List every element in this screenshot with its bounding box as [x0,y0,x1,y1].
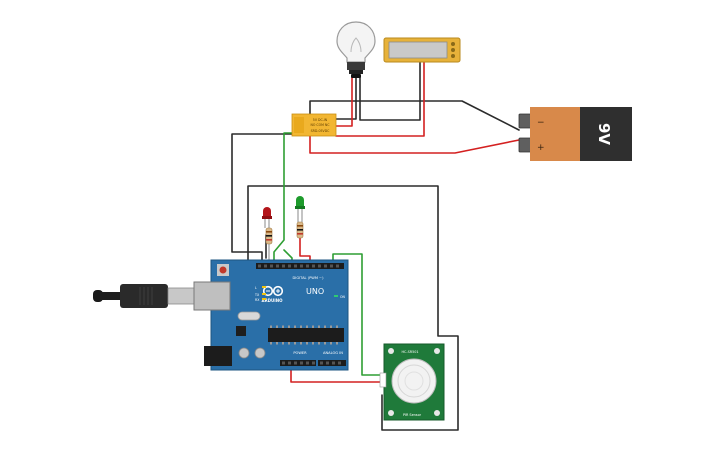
reset-button[interactable] [219,266,227,274]
arduino-model: UNO [306,287,324,296]
l-led-label: L [255,286,257,290]
power-header-label: POWER [293,351,307,355]
wires [231,61,520,431]
arduino-brand: ARDUINO [262,298,284,303]
wire-black-relay-to-gnd[interactable] [231,133,294,263]
arduino-logo-icon [262,285,284,297]
resistor-red-led[interactable] [265,227,273,262]
battery-9v[interactable]: − + 9V [518,107,632,161]
battery-minus-label: − [537,118,545,128]
display-module[interactable] [383,37,461,63]
wire-red-pir-vcc[interactable] [290,366,385,383]
battery-plus-label: + [537,143,545,153]
pir-top-label: HC-SR501 [401,350,418,354]
led-green[interactable] [295,196,305,222]
usb-cable[interactable] [93,284,195,308]
wire-green-pir-signal[interactable] [332,253,385,376]
resistor-green-led[interactable] [296,221,304,239]
on-led-label: ON [340,295,346,299]
analog-header-label: ANALOG IN [323,351,343,355]
wire-black-bulb-to-display[interactable] [359,61,421,121]
wire-red-display-to-relay[interactable] [335,61,425,137]
led-red[interactable] [262,207,272,228]
wire-red-relay-to-battery[interactable] [309,134,520,154]
wire-black-pir-gnd[interactable] [247,185,459,431]
relay-module[interactable]: 5V DC-IN NO COM NC SRD-05VDC [291,113,337,137]
wire-black-relay-to-bulb[interactable] [333,77,357,120]
digital-pwm-label: DIGITAL (PWM ~) [293,276,325,280]
arduino-uno-board[interactable]: DIGITAL (PWM ~) ARDUINO UNO L TX RX ON [193,259,349,371]
wire-green-relay-signal[interactable] [273,132,297,263]
relay-line1: 5V DC-IN [313,118,328,122]
battery-voltage-label: 9V [595,123,613,145]
rx-led-label: RX [255,298,260,302]
pir-sensor[interactable]: HC-SR501 PIR Sensor [379,343,445,421]
relay-line2: NO COM NC [310,123,330,127]
wire-red-bulb[interactable] [335,77,353,127]
tx-led-label: TX [254,293,260,297]
relay-line3: SRD-05VDC [311,129,331,133]
light-bulb[interactable] [336,21,376,78]
pir-bottom-label: PIR Sensor [403,413,422,417]
